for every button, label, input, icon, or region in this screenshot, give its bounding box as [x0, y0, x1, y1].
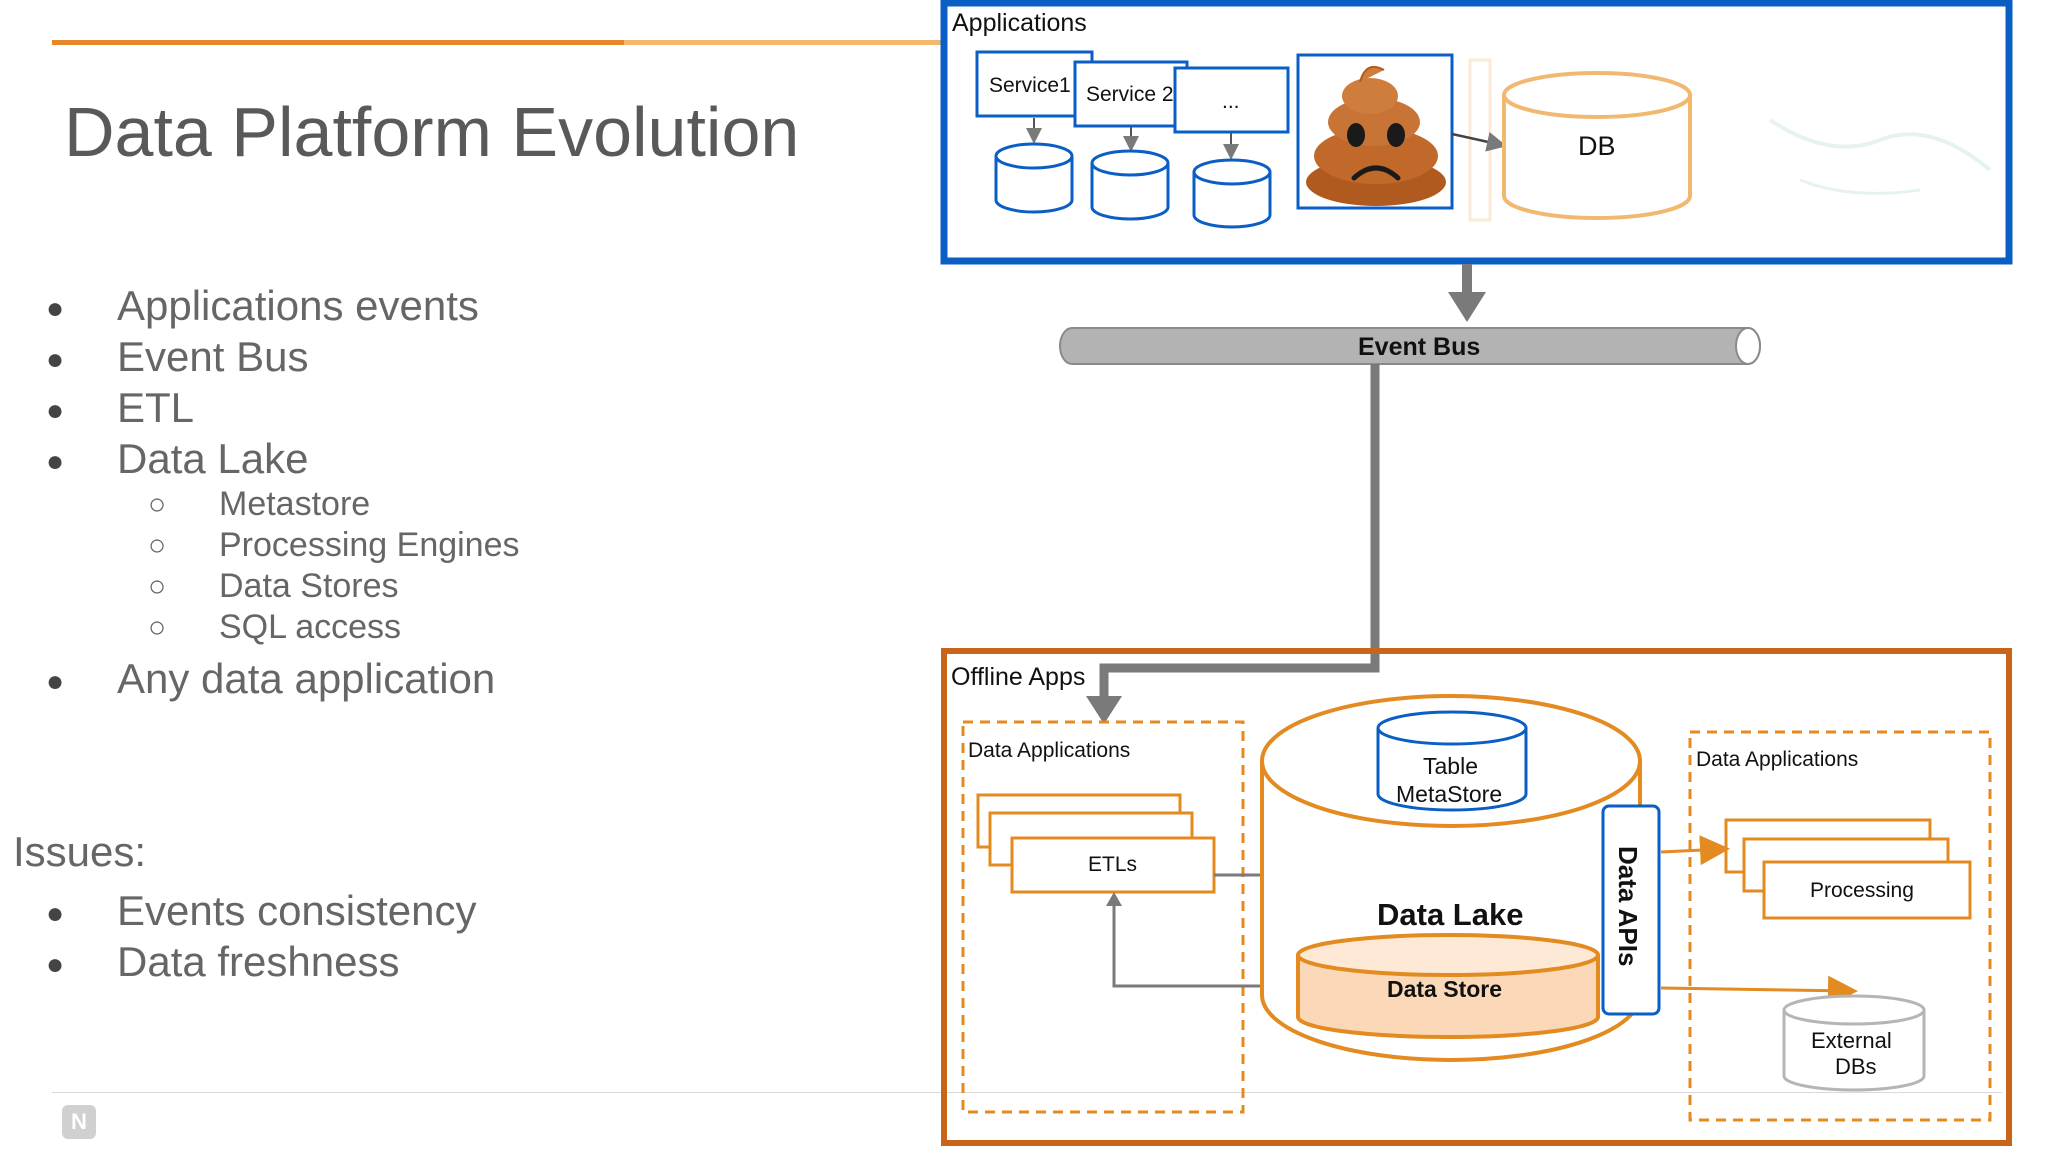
sub-bullet-item: Processing Engines: [219, 526, 520, 564]
offline-apps-label: Offline Apps: [951, 663, 1085, 691]
slide-title: Data Platform Evolution: [64, 93, 800, 171]
applications-box: Applications Service1 Service 2 ...: [940, 0, 2013, 265]
sub-bullet-item: SQL access: [219, 608, 402, 646]
service-2-db-icon: [1090, 149, 1170, 221]
service-2-label: Service 2: [1086, 83, 1174, 106]
service-1-label: Service1: [989, 74, 1071, 97]
bus-to-offline-arrow: [1086, 364, 1380, 724]
service-more: ...: [1173, 66, 1290, 134]
service-1-db-icon: [994, 142, 1074, 214]
right-data-apps-label: Data Applications: [1696, 748, 1858, 771]
sub-bullet-item: Metastore: [219, 485, 371, 523]
external-label-line1: External: [1811, 1028, 1892, 1053]
left-data-apps-label: Data Applications: [968, 739, 1130, 762]
apis-to-processing-arrow: [1660, 835, 1730, 866]
issues-heading: Issues:: [13, 828, 147, 875]
bullet-item: Any data application: [117, 655, 496, 702]
logo-icon: N: [62, 1105, 96, 1139]
db-label: DB: [1578, 131, 1616, 161]
processing-stack: Processing: [1724, 818, 1972, 920]
metastore-label-line1: Table: [1423, 753, 1478, 779]
data-apis-label: Data APIs: [1613, 846, 1643, 966]
metastore-label-line2: MetaStore: [1396, 781, 1502, 807]
processing-label: Processing: [1810, 879, 1914, 902]
data-store-label: Data Store: [1387, 976, 1502, 1002]
etl-to-datastore-arrow: [1112, 900, 1296, 998]
bullet-marker: ●: [46, 665, 65, 698]
issue-item: Data freshness: [117, 938, 400, 985]
offline-apps-box: Offline Apps Data Applications ETLs Data…: [941, 648, 2012, 1146]
bullet-marker: ●: [46, 394, 65, 427]
data-lake-label: Data Lake: [1377, 897, 1523, 932]
applications-label: Applications: [952, 9, 1087, 37]
sub-bullet-marker: ○: [148, 488, 167, 521]
datastore-to-etl-arrowhead: [1106, 892, 1122, 906]
bullet-item: Event Bus: [117, 333, 309, 380]
right-data-apps-group: [1688, 730, 1992, 1122]
etls-label: ETLs: [1088, 853, 1137, 876]
event-bus-label: Event Bus: [1358, 333, 1480, 361]
external-label-line2: DBs: [1835, 1054, 1877, 1079]
left-data-apps-group: [961, 720, 1245, 1114]
issue-item: Events consistency: [117, 887, 477, 934]
main-db-icon: DB: [1502, 71, 1692, 220]
applications-to-bus-arrow: [1448, 264, 1486, 322]
service-2: Service 2: [1073, 60, 1189, 128]
footer-divider: [52, 1092, 2002, 1093]
etls-stack: ETLs: [976, 793, 1216, 894]
poop-to-db-arrow: [1451, 132, 1507, 152]
external-dbs-cylinder: External DBs: [1782, 994, 1926, 1092]
bullet-item: ETL: [117, 384, 195, 431]
sub-bullet-marker: ○: [148, 529, 167, 562]
bullet-item: Data Lake: [117, 435, 309, 482]
bullet-marker: ●: [46, 343, 65, 376]
apis-to-external-arrow: [1660, 975, 1858, 1006]
bullet-marker: ●: [46, 948, 65, 981]
accent-segment-orange: [52, 40, 624, 45]
bullet-item: Applications events: [117, 282, 479, 329]
bullet-marker: ●: [46, 445, 65, 478]
service-more-db-icon: [1192, 158, 1272, 229]
bullet-marker: ●: [46, 292, 65, 325]
sub-bullet-item: Data Stores: [219, 567, 399, 605]
sub-bullet-marker: ○: [148, 611, 167, 644]
sad-poop-icon: [1296, 53, 1454, 210]
service-more-label: ...: [1222, 90, 1240, 113]
data-apis-box: Data APIs: [1601, 804, 1661, 1016]
sub-bullet-marker: ○: [148, 570, 167, 603]
bullet-marker: ●: [46, 897, 65, 930]
data-store-cylinder: Data Store: [1296, 933, 1600, 1039]
metastore-cylinder: Table MetaStore: [1376, 710, 1528, 812]
event-bus-pipe: Event Bus: [1059, 327, 1761, 365]
